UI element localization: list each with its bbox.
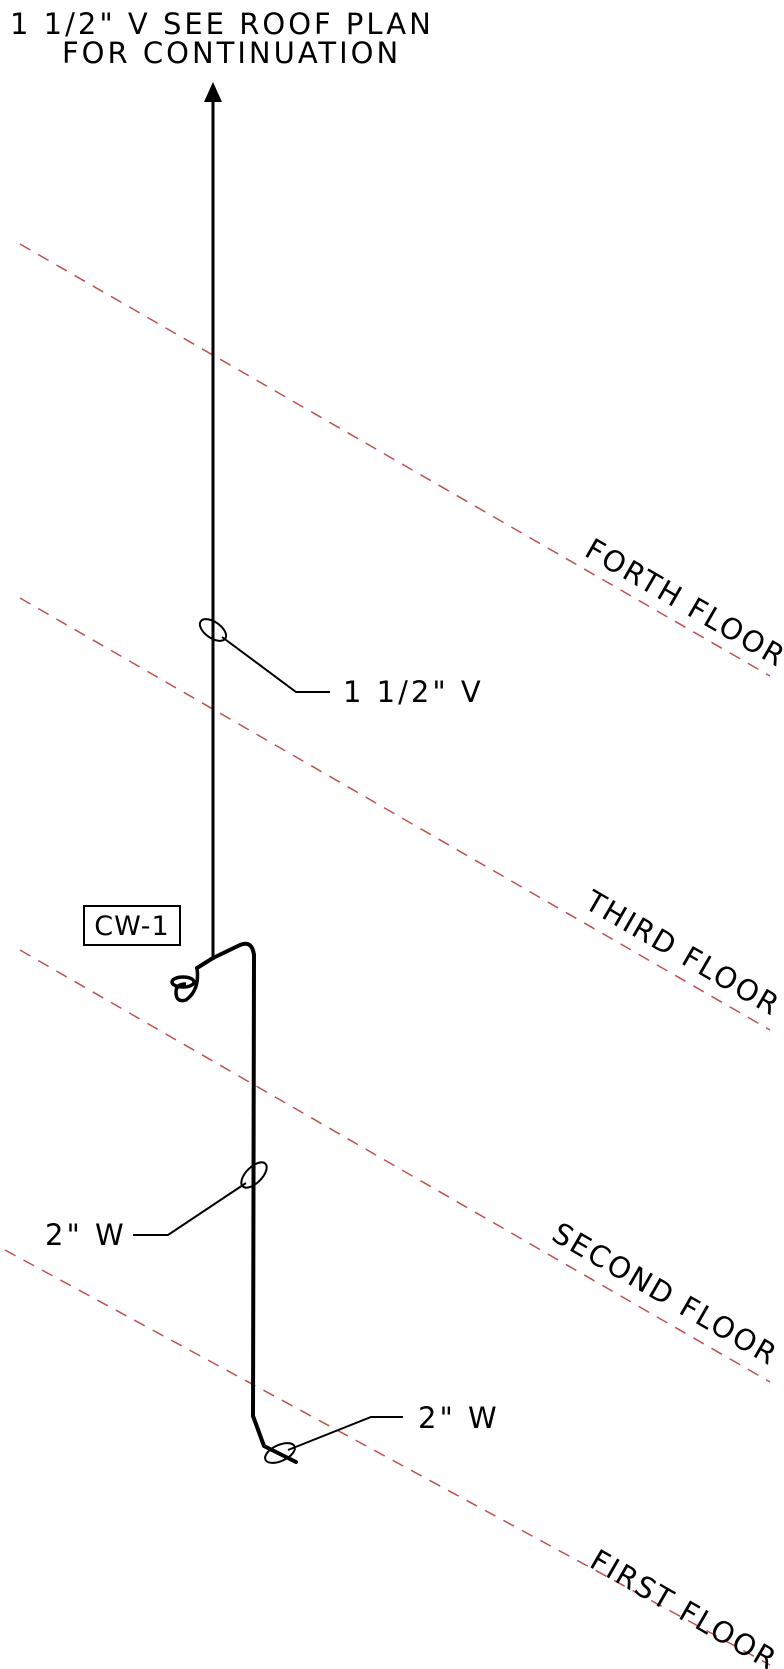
- trap-icon: [170, 967, 200, 1003]
- pipe-callout-marks: [198, 618, 296, 1464]
- arrow-up-icon: [204, 82, 222, 102]
- waste-piping: [195, 941, 298, 1464]
- floor-label-second: SECOND FLOOR: [547, 1216, 784, 1373]
- fixture-tag-label: CW-1: [94, 911, 169, 942]
- floor-line-first: [4, 1249, 771, 1666]
- floor-label-forth: FORTH FLOOR: [580, 532, 784, 674]
- floor-lines: [4, 243, 771, 1666]
- fixture-tag-box: [83, 905, 181, 946]
- header-note-line1: 1 1/2" V SEE ROOF PLAN: [10, 7, 434, 41]
- leader-lines: [133, 636, 403, 1451]
- waste-offset: [251, 1414, 298, 1464]
- fixture-connection: [195, 941, 256, 970]
- floor-label-third: THIRD FLOOR: [579, 883, 784, 1023]
- waste-callout-ellipse-lower: [264, 1442, 296, 1464]
- waste-size-label-right: 2" W: [418, 1401, 500, 1435]
- floor-label-first: FIRST FLOOR: [585, 1543, 784, 1669]
- floor-line-third: [19, 597, 771, 1031]
- waste-leader-right: [287, 1416, 403, 1451]
- waste-leader-left: [133, 1182, 247, 1236]
- vent-size-label: 1 1/2" V: [343, 675, 484, 709]
- header-note-line2: FOR CONTINUATION: [62, 36, 401, 70]
- waste-size-label-left: 2" W: [45, 1218, 127, 1252]
- vent-leader: [221, 636, 330, 693]
- floor-line-forth: [19, 243, 771, 677]
- floor-line-second: [19, 949, 771, 1383]
